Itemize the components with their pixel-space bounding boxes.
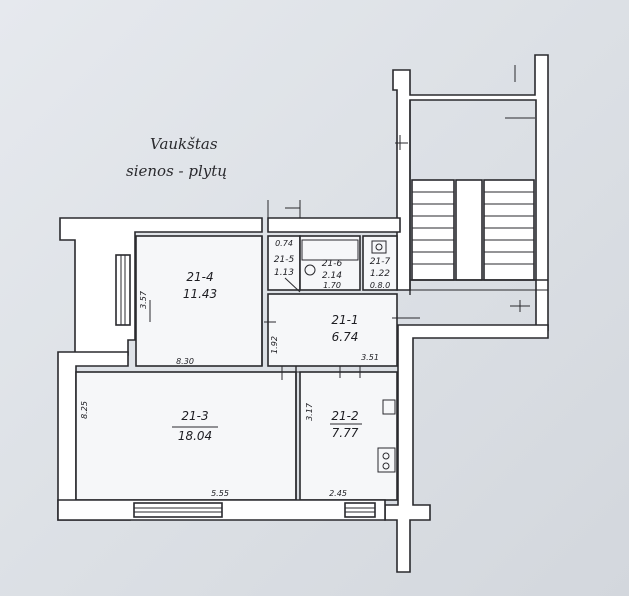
- dim-3-57: 3.57: [139, 290, 148, 309]
- window-south-21-3: [133, 502, 223, 518]
- room-21-3-id: 21-3: [181, 409, 208, 423]
- room-21-2-area: 7.77: [332, 426, 359, 440]
- dim-8-30: 8.30: [176, 357, 194, 366]
- room-21-1-area: 6.74: [332, 330, 359, 344]
- window-west-21-4: [115, 254, 131, 326]
- room-21-4: [135, 235, 263, 367]
- corridor-wall: [384, 324, 549, 573]
- annotation-line-1: Vaukštas: [150, 135, 218, 153]
- window-south-21-2: [344, 502, 376, 518]
- kitchen-fixture-icon: [382, 399, 396, 415]
- room-21-4-area: 11.43: [183, 287, 217, 301]
- room-21-6-area: 2.14: [322, 271, 342, 281]
- annotation-line-2: sienos - plytų: [126, 162, 227, 180]
- bathtub-icon: [301, 239, 359, 261]
- dim-3-17: 3.17: [305, 402, 314, 421]
- room-21-1: [267, 293, 398, 367]
- room-21-6: [299, 235, 361, 291]
- room-21-1-id: 21-1: [331, 313, 358, 327]
- dim-3-51: 3.51: [361, 353, 379, 362]
- apartment-top-right-wall: [267, 217, 401, 233]
- room-21-4-id: 21-4: [186, 270, 213, 284]
- room-21-5-id: 21-5: [274, 255, 295, 265]
- dim-0-80: 0.8.0: [370, 281, 390, 290]
- room-21-7: [362, 235, 398, 291]
- stair-flight-right: [483, 179, 535, 281]
- dim-2-45: 2.45: [329, 489, 347, 498]
- room-21-7-id: 21-7: [370, 257, 391, 267]
- room-21-5-area: 1.13: [274, 268, 294, 278]
- dim-8-25: 8.25: [80, 401, 89, 419]
- room-21-5: [267, 235, 301, 291]
- dim-1-70: 1.70: [323, 281, 341, 290]
- room-21-2-id: 21-2: [331, 409, 358, 423]
- stairwell: [392, 54, 549, 331]
- dim-5-55: 5.55: [211, 489, 229, 498]
- sink-icon: [304, 264, 316, 276]
- room-21-3-area: 18.04: [178, 429, 212, 443]
- apartment-top-left-wall: [59, 217, 263, 356]
- room-21-6-id: 21-6: [322, 259, 343, 269]
- dim-1-92: 1.92: [270, 336, 279, 354]
- toilet-icon: [371, 240, 387, 254]
- room-21-7-area: 1.22: [370, 269, 390, 279]
- stove-icon: [377, 447, 396, 473]
- room-21-2: [299, 371, 398, 501]
- stair-well-core: [455, 179, 483, 281]
- stair-flight-left: [411, 179, 455, 281]
- dim-0-74: 0.74: [275, 239, 293, 248]
